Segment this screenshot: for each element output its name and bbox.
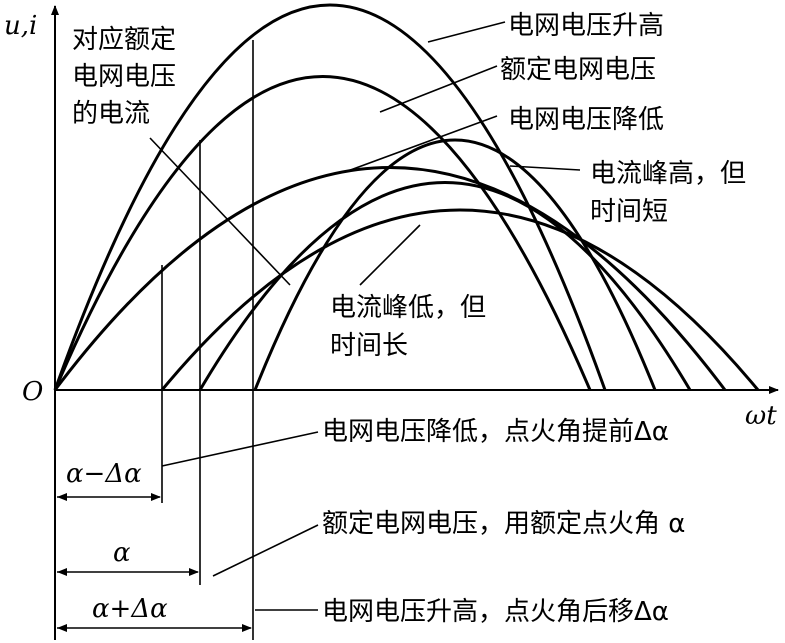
- leader-firing-rated: [212, 524, 319, 577]
- leader-voltage-high: [427, 21, 506, 43]
- voltage-high-label: 电网电压升高: [508, 11, 664, 41]
- leader-current-peak-low: [359, 224, 421, 286]
- current-peak-low-label-line2: 时间长: [330, 331, 408, 361]
- current-rated-label-line3: 的电流: [72, 99, 150, 129]
- firing-note-rated: 额定电网电压，用额定点火角 α: [322, 509, 685, 539]
- current-peak-low-label-line1: 电流峰低，但: [330, 293, 486, 323]
- leader-firing-low: [161, 431, 319, 467]
- origin-label: O: [22, 377, 43, 407]
- dimension-label-rated: α: [113, 538, 131, 568]
- current-rated-label-line2: 电网电压: [72, 62, 176, 92]
- voltage-rated-curve: [53, 75, 592, 391]
- dimension-arrow-tails: [57, 493, 67, 632]
- voltage-low-label: 电网电压降低: [508, 105, 664, 135]
- firing-note-high: 电网电压升高，点火角后移Δα: [322, 597, 669, 627]
- current-high-curve: [253, 138, 657, 391]
- x-axis-label: ωt: [745, 401, 777, 431]
- leader-voltage-low: [344, 115, 498, 173]
- current-peak-high-label-line1: 电流峰高，但: [590, 159, 746, 189]
- dimension-label-plus: α+Δα: [92, 594, 168, 624]
- firing-note-low: 电网电压降低，点火角提前Δα: [322, 417, 669, 447]
- current-rated-label-line1: 对应额定: [72, 25, 176, 55]
- leader-current-peak-high: [509, 165, 581, 171]
- y-axis-label: u,i: [4, 11, 37, 41]
- current-low-curve: [160, 208, 760, 391]
- voltage-rated-label: 额定电网电压: [500, 55, 656, 85]
- leader-current-rated: [149, 137, 291, 286]
- current-rated-curve: [198, 181, 692, 391]
- dimension-label-minus: α−Δα: [66, 459, 142, 489]
- leader-voltage-rated: [379, 65, 498, 113]
- current-peak-high-label-line2: 时间短: [590, 197, 668, 227]
- voltage-high-curve: [53, 3, 607, 391]
